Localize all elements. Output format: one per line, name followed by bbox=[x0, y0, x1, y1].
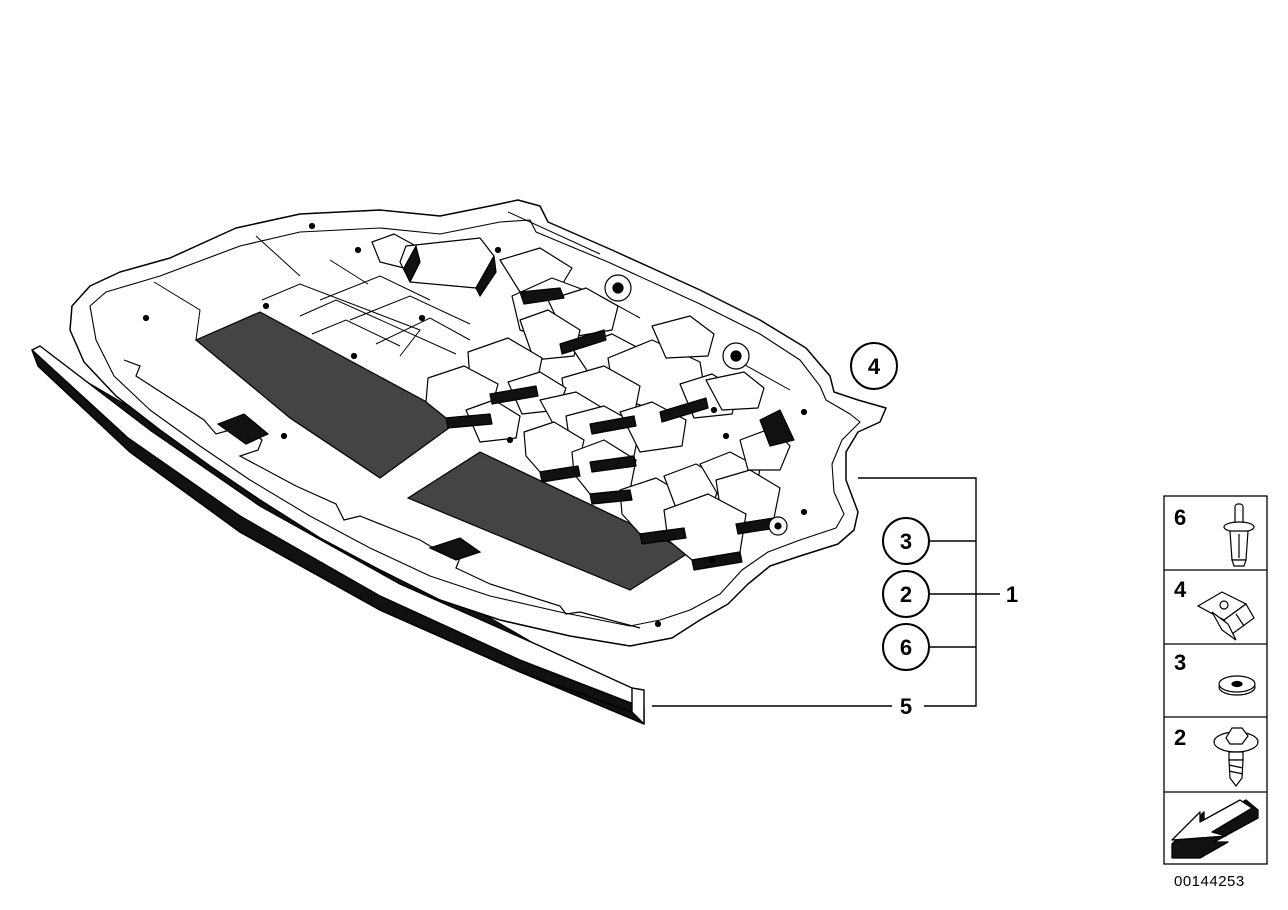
legend-row-3[interactable]: 3 bbox=[1174, 650, 1256, 696]
legend-number-3: 3 bbox=[1174, 650, 1186, 675]
diagram-id: 00144253 bbox=[1174, 873, 1245, 890]
flange-screw-icon bbox=[1213, 727, 1259, 787]
callout-2-label: 2 bbox=[900, 582, 912, 607]
legend-number-2: 2 bbox=[1174, 725, 1186, 750]
callout-circle-2[interactable]: 2 bbox=[882, 570, 930, 618]
callout-circle-6[interactable]: 6 bbox=[882, 623, 930, 671]
legend-number-6: 6 bbox=[1174, 505, 1186, 530]
callout-bracket-lines bbox=[652, 477, 1000, 707]
spring-nut-clip-icon bbox=[1196, 591, 1255, 641]
legend-row-4[interactable]: 4 bbox=[1174, 577, 1255, 641]
parts-legend: 6 4 3 bbox=[1163, 495, 1268, 865]
callout-circle-4[interactable]: 4 bbox=[850, 342, 898, 390]
direction-arrow-icon[interactable] bbox=[1171, 799, 1259, 859]
washer-icon bbox=[1218, 675, 1256, 696]
legend-row-2[interactable]: 2 bbox=[1174, 725, 1259, 787]
callout-3-label: 3 bbox=[900, 529, 912, 554]
panel-mounting-holes bbox=[142, 222, 808, 628]
callout-circle-3[interactable]: 3 bbox=[882, 517, 930, 565]
legend-row-6[interactable]: 6 bbox=[1174, 503, 1255, 567]
callout-4-label: 4 bbox=[868, 354, 881, 379]
callout-1-label[interactable]: 1 bbox=[1006, 582, 1018, 607]
callout-5-label[interactable]: 5 bbox=[900, 694, 912, 719]
callout-6-label: 6 bbox=[900, 635, 912, 660]
panel-ribs bbox=[153, 211, 791, 391]
panel-raised-blocks bbox=[371, 233, 795, 571]
legend-number-4: 4 bbox=[1174, 577, 1187, 602]
panel-front-edge-tabs bbox=[123, 359, 641, 629]
push-rivet-icon bbox=[1223, 503, 1255, 567]
callout-group: 4 3 2 6 1 5 bbox=[652, 342, 1018, 719]
